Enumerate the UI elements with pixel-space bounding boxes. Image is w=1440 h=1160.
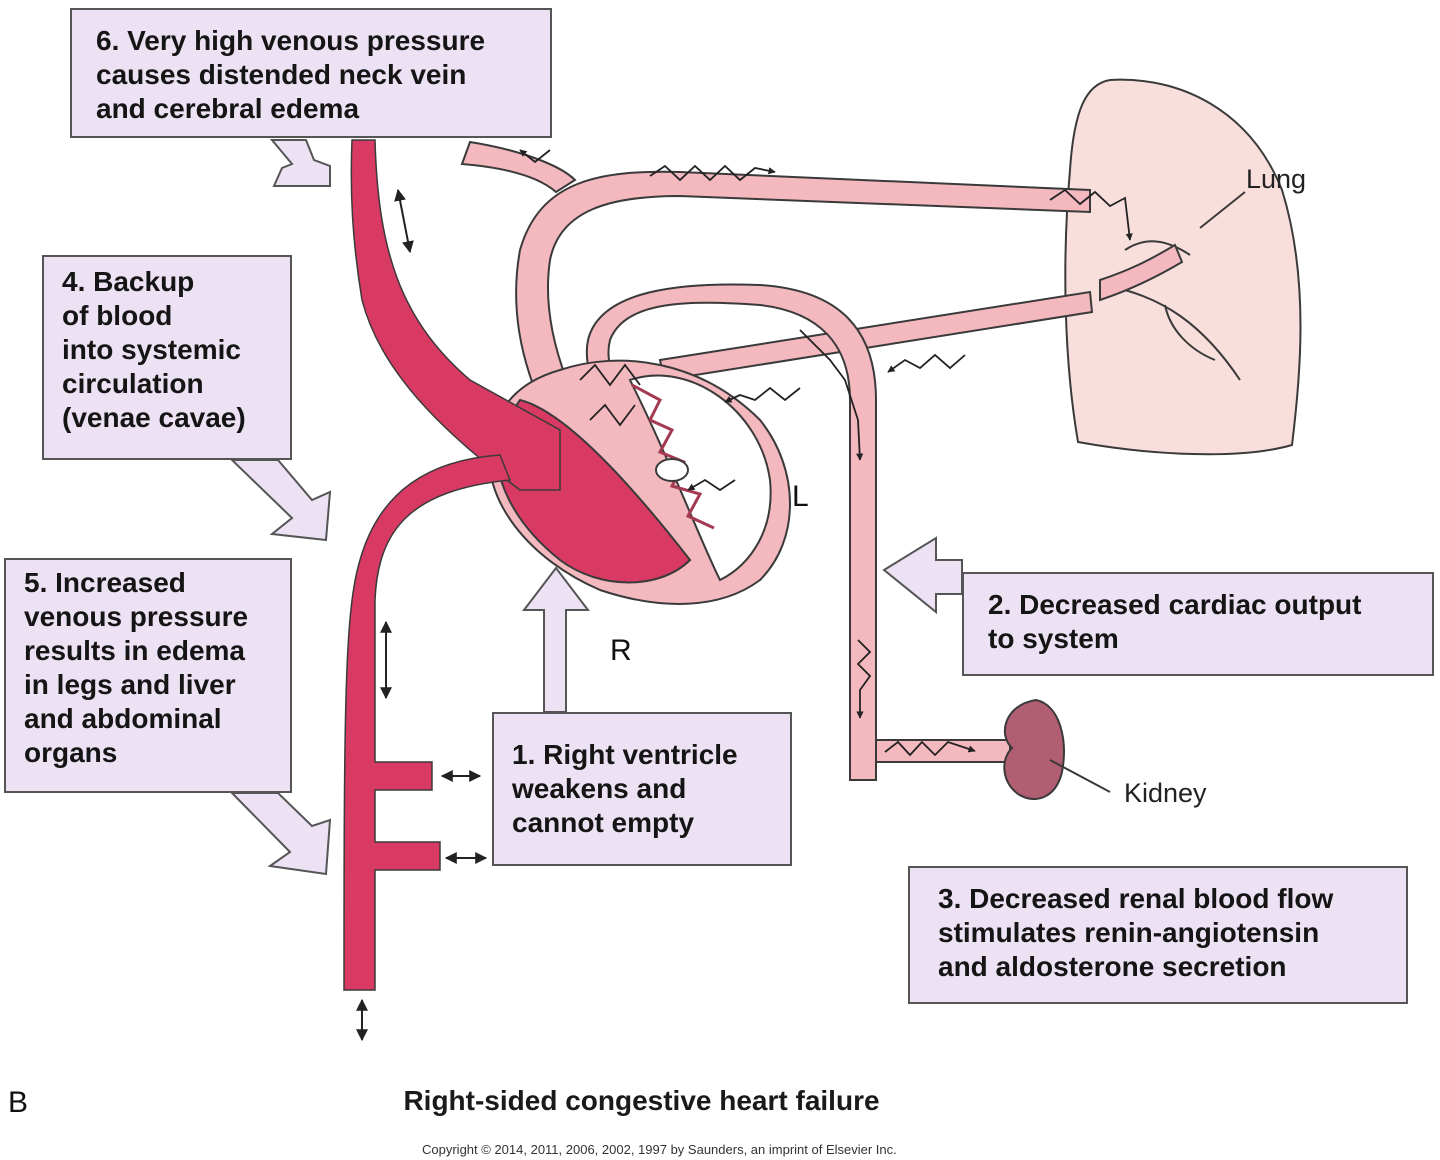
callout-box-neck-vein: 6. Very high venous pressure causes dist…	[70, 8, 552, 138]
flow-arrows	[519, 149, 1133, 757]
callout-box-backup-blood: 4. Backup of blood into systemic circula…	[42, 255, 292, 460]
superior-vena-cava	[350, 139, 561, 491]
pulmonary-vein	[658, 243, 1184, 382]
kidney-label: Kidney	[1124, 778, 1207, 808]
callout-arrows	[229, 139, 963, 876]
right-side-label: R	[610, 634, 632, 667]
figure-title: Right-sided congestive heart failure	[403, 1085, 880, 1116]
callout-box-venous-pressure-edema: 5. Increased venous pressure results in …	[4, 558, 292, 793]
kidney-shape	[1003, 698, 1111, 800]
left-side-label: L	[792, 480, 809, 513]
inferior-vena-cava	[343, 454, 512, 991]
lung-shape	[1064, 78, 1302, 456]
lung-label: Lung	[1246, 164, 1307, 194]
callout-box-renal-flow: 3. Decreased renal blood flow stimulates…	[908, 866, 1408, 1004]
double-arrows	[356, 188, 488, 1042]
copyright-notice: Copyright © 2014, 2011, 2006, 2002, 1997…	[422, 1142, 897, 1157]
callout-box-cardiac-output: 2. Decreased cardiac output to system	[962, 572, 1434, 676]
panel-letter: B	[8, 1086, 28, 1119]
callout-box-right-ventricle: 1. Right ventricle weakens and cannot em…	[492, 712, 792, 866]
aorta	[585, 283, 1011, 781]
